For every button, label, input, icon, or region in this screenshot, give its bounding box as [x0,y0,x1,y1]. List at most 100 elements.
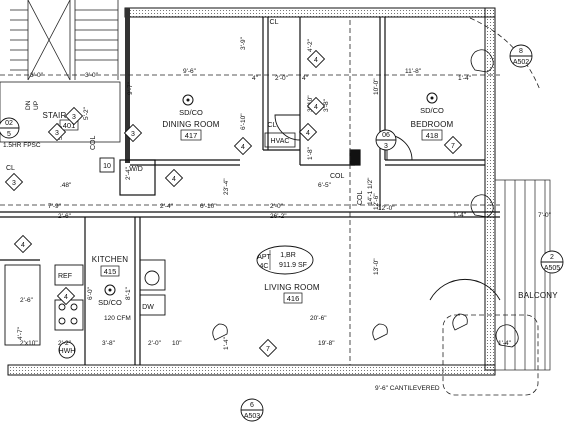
apt-bedrooms: 1,BR [280,252,296,259]
overhead-lines [0,17,541,396]
tag-4: 4 [306,96,326,116]
dim: 3'-0" [85,72,99,79]
callout-6: 6 A503 [240,398,264,422]
tag-4: 4 [13,234,33,254]
tag-3: 3 [4,172,24,192]
dim: 2'-0" [275,75,289,82]
dim: 4" [252,75,259,82]
apt-area: 911.9 SF [279,262,307,269]
column-label-b: COL [90,136,97,151]
dim: 3'-8" [323,98,330,112]
tag-4: 4 [298,122,318,142]
svg-text:4: 4 [64,294,68,301]
dim: 2'-0" [148,340,162,347]
closet-label-left: CL [6,165,15,172]
closet-label-mid: CL [268,122,277,129]
stair-number: 401 [63,121,76,130]
svg-text:5: 5 [7,131,11,138]
dim: 1'-8" [307,146,314,160]
dim: 1'-4" [498,340,512,347]
dim: 12'-0" [378,205,395,212]
kitchen-name: KITCHEN [92,255,129,264]
dim: 14'-1 1/2" [367,177,374,205]
svg-text:06: 06 [382,132,390,139]
dim: 6'-10" [240,113,247,130]
dining-room-name: DINING ROOM [162,120,219,129]
bedroom-sensor: SD/CO [420,106,444,115]
dim: 1'-4" [453,212,467,219]
tag-4: 4 [233,136,253,156]
balcony [494,179,551,371]
bedroom-number: 418 [426,131,439,140]
tree-symbols [212,49,519,348]
svg-text:4: 4 [314,57,318,64]
svg-text:A505: A505 [544,265,560,272]
dim: 13'-0" [373,258,380,275]
balcony-label: BALCONY [518,291,558,300]
hvac-label: HVAC [271,138,290,145]
svg-text:3: 3 [131,131,135,138]
svg-text:3: 3 [55,130,59,137]
tag-7: 7 [258,338,278,358]
stair-treads [0,0,121,143]
svg-text:8: 8 [519,48,523,55]
room-living: LIVING ROOM 416 [264,283,320,304]
section-callouts: 02 5 06 3 8 A502 2 A505 6 A503 [0,44,564,422]
dim: 12'-6" [373,193,380,210]
tag-4: 4 [56,286,76,306]
room-kitchen: KITCHEN 415 SD/CO [92,255,129,307]
dim: 4'-7" [17,326,24,340]
dim: 11'-8" [405,68,422,75]
tag-3: 3 [47,122,67,142]
callout-02: 02 5 [0,117,20,139]
tag-3: 3 [123,123,143,143]
tag-4: 4 [306,49,326,69]
dim: 6'-5" [318,182,332,189]
dishwasher-label: DW [142,304,154,311]
dim: 4" [302,75,309,82]
dim: 26'-2" [270,213,287,220]
dim: 20'-6" [310,315,327,322]
svg-text:10: 10 [103,163,111,170]
room-bedroom: SD/CO BEDROOM 418 [411,92,453,141]
dim: 1'-4" [223,336,230,350]
svg-text:3: 3 [12,180,16,187]
dim: 2'-6" [58,213,72,220]
dining-sensor: SD/CO [179,108,203,117]
callout-8: 8 A502 [509,44,533,68]
apt-label: APT [257,254,271,261]
dim: 1'-4" [458,75,472,82]
dim: 9'-7" [127,81,134,95]
tag-3: 3 [64,106,84,126]
dim: 9'-6" [183,68,197,75]
closet-label-top: CL [270,19,279,26]
svg-text:3: 3 [72,114,76,121]
column-label-c: COL [357,191,364,206]
dim: 4'-2" [307,38,314,52]
water-heater-label: HWH [59,348,76,355]
dim: 7'-0" [538,212,552,219]
svg-text:7: 7 [266,346,270,353]
cantilever-note: 9'-6" CANTILEVERED [375,385,440,392]
stair-down: DN [25,100,32,110]
dim: 7'-9" [48,203,62,210]
exhaust-cfm: 120 CFM [104,315,131,322]
svg-text:A503: A503 [244,413,260,420]
dim: 6'-10" [200,203,217,210]
svg-text:4: 4 [241,144,245,151]
callout-06: 06 3 [375,129,397,151]
kitchen-number: 415 [104,267,117,276]
living-room-name: LIVING ROOM [264,283,320,292]
dim: 19'-8" [318,340,335,347]
dim: 6'-0" [87,286,94,300]
tag-7: 7 [443,135,463,155]
svg-text:A502: A502 [513,59,529,66]
apartment-tag: APT 4C 1,BR 911.9 SF [256,245,314,275]
dim: 10'-0" [373,78,380,95]
keynote-tags: 3 3 3 3 4 4 4 4 4 4 4 7 7 10 [4,49,463,358]
svg-text:2: 2 [550,254,554,261]
svg-text:7: 7 [451,143,455,150]
dim: 2'-2" [58,340,72,347]
svg-text:4: 4 [306,130,310,137]
